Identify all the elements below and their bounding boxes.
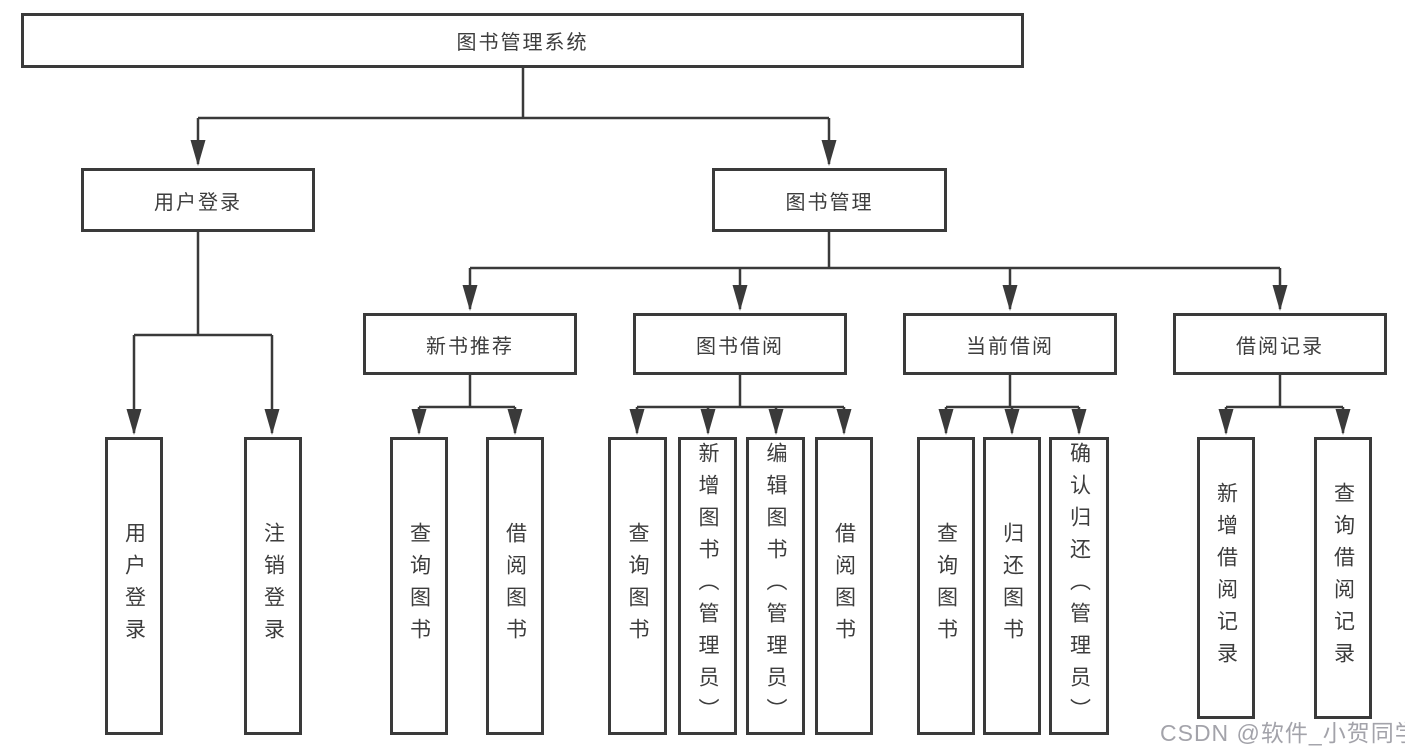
node-new-book-recommend: 新书推荐 xyxy=(363,313,577,375)
leaf-return-books-label: 归还图书 xyxy=(1000,522,1024,650)
leaf-add-borrow-record: 新增借阅记录 xyxy=(1197,437,1255,719)
leaf-return-books: 归还图书 xyxy=(983,437,1041,735)
node-library-system-label: 图书管理系统 xyxy=(456,32,589,54)
leaf-query-books-3: 查询图书 xyxy=(917,437,975,735)
leaf-query-borrow-record-label: 查询借阅记录 xyxy=(1331,482,1355,674)
leaf-logout-label: 注销登录 xyxy=(261,522,285,650)
leaf-user-login-label: 用户登录 xyxy=(122,522,146,650)
node-book-management: 图书管理 xyxy=(712,168,947,232)
node-new-book-recommend-label: 新书推荐 xyxy=(426,335,514,358)
csdn-watermark: CSDN @软件_小贺同学 xyxy=(1160,720,1405,746)
node-user-login: 用户登录 xyxy=(81,168,315,232)
leaf-borrow-books-2: 借阅图书 xyxy=(815,437,873,735)
leaf-edit-book-admin-label: 编辑图书（管理员） xyxy=(764,442,787,730)
node-book-borrowing-label: 图书借阅 xyxy=(696,335,784,358)
leaf-logout: 注销登录 xyxy=(244,437,302,735)
node-user-login-label: 用户登录 xyxy=(154,191,242,214)
leaf-query-books-1-label: 查询图书 xyxy=(407,522,431,650)
node-library-system: 图书管理系统 xyxy=(21,13,1024,68)
node-current-borrowing: 当前借阅 xyxy=(903,313,1117,375)
leaf-user-login: 用户登录 xyxy=(105,437,163,735)
leaf-add-borrow-record-label: 新增借阅记录 xyxy=(1214,482,1238,674)
node-book-management-label: 图书管理 xyxy=(785,191,874,214)
leaf-query-borrow-record: 查询借阅记录 xyxy=(1314,437,1372,719)
leaf-edit-book-admin: 编辑图书（管理员） xyxy=(746,437,805,735)
node-book-borrowing: 图书借阅 xyxy=(633,313,847,375)
leaf-borrow-books-2-label: 借阅图书 xyxy=(832,522,856,650)
leaf-borrow-books-1-label: 借阅图书 xyxy=(503,522,527,650)
leaf-confirm-return-admin-label: 确认归还（管理员） xyxy=(1067,442,1091,730)
node-borrowing-records: 借阅记录 xyxy=(1173,313,1387,375)
node-current-borrowing-label: 当前借阅 xyxy=(966,335,1054,358)
leaf-query-books-3-label: 查询图书 xyxy=(934,522,958,650)
leaf-confirm-return-admin: 确认归还（管理员） xyxy=(1049,437,1109,735)
leaf-query-books-2-label: 查询图书 xyxy=(626,522,649,650)
leaf-add-book-admin-label: 新增图书（管理员） xyxy=(696,442,719,730)
leaf-add-book-admin: 新增图书（管理员） xyxy=(678,437,737,735)
leaf-query-books-1: 查询图书 xyxy=(390,437,448,735)
leaf-query-books-2: 查询图书 xyxy=(608,437,667,735)
node-borrowing-records-label: 借阅记录 xyxy=(1236,335,1324,358)
leaf-borrow-books-1: 借阅图书 xyxy=(486,437,544,735)
